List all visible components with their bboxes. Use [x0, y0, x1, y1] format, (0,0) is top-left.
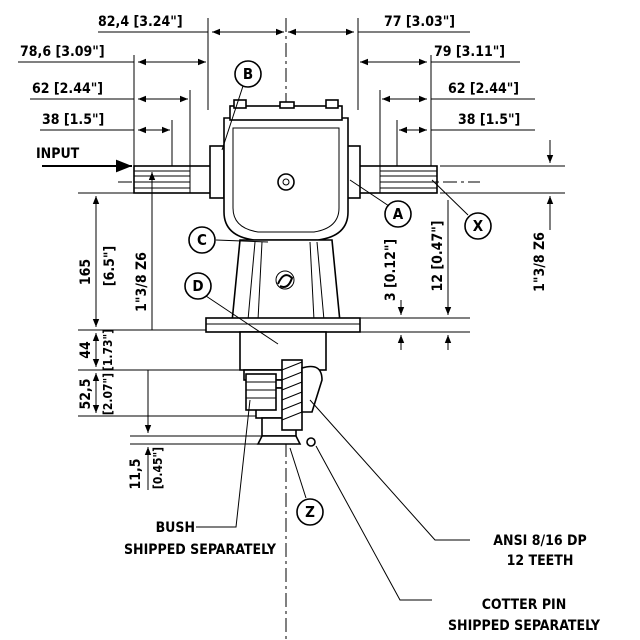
- dimension-lines: [18, 18, 565, 601]
- dim-height-44: 44: [78, 341, 94, 359]
- gearbox-body: [118, 18, 480, 640]
- dim-right-shaft-spline: 62 [2.44"]: [448, 81, 519, 97]
- bush-shipped-label: SHIPPED SEPARATELY: [124, 542, 277, 558]
- balloon-b: B: [234, 60, 262, 88]
- leader-ansi: [309, 399, 470, 541]
- dim-height-11-5-in: [0.45"]: [151, 447, 165, 489]
- dim-left-spline-spec: 1"3/8 Z6: [134, 252, 150, 312]
- balloon-c: C: [188, 226, 216, 254]
- leader-bush: [196, 399, 251, 528]
- svg-text:X: X: [473, 217, 484, 235]
- bush-label: BUSH: [156, 520, 195, 536]
- dim-left-shaft-spline: 62 [2.44"]: [32, 81, 103, 97]
- dim-height-52-5-in: [2.07"]: [101, 373, 115, 415]
- dim-top-left-outer: 82,4 [3.24"]: [98, 14, 183, 30]
- leader-c: [215, 239, 269, 243]
- svg-text:C: C: [197, 231, 207, 249]
- right-output-shaft: [345, 145, 438, 199]
- input-label: INPUT: [36, 146, 80, 162]
- leader-a: [349, 179, 393, 209]
- dim-height-165: 165: [78, 259, 94, 285]
- dim-left-shaft-overall: 78,6 [3.09"]: [20, 44, 105, 60]
- cotter-pin-label: COTTER PIN: [482, 597, 567, 613]
- dim-height-11-5: 11,5: [128, 458, 144, 489]
- dim-right-spline-spec: 1"3/8 Z6: [532, 232, 548, 292]
- svg-text:Z: Z: [305, 503, 315, 521]
- shaft-center-plug: [277, 173, 295, 191]
- svg-text:A: A: [393, 205, 404, 223]
- dim-height-44-in: [1.73"]: [101, 329, 115, 371]
- dimension-text: 82,4 [3.24"] 77 [3.03"] 78,6 [3.09"] 79 …: [20, 14, 548, 490]
- left-input-shaft: [133, 145, 225, 199]
- svg-text:B: B: [243, 65, 253, 83]
- output-spline-gear: [281, 359, 323, 431]
- dim-left-shaft-short: 38 [1.5"]: [42, 112, 104, 128]
- dim-height-165-in: [6.5"]: [102, 246, 118, 286]
- dim-right-shaft-overall: 79 [3.11"]: [434, 44, 505, 60]
- dim-height-52-5: 52,5: [78, 378, 94, 409]
- dim-gap-12: 12 [0.47"]: [430, 220, 446, 291]
- leader-b: [221, 85, 244, 151]
- callout-balloons: B A X C D Z: [184, 60, 492, 526]
- dim-top-right-outer: 77 [3.03"]: [384, 14, 455, 30]
- balloon-z: Z: [296, 498, 324, 526]
- leader-d: [205, 295, 279, 345]
- cotter-pin-shipped-label: SHIPPED SEPARATELY: [448, 618, 601, 634]
- bolt-head: [233, 99, 247, 109]
- mounting-flange: [205, 317, 361, 333]
- brand-logo-icon: [275, 270, 295, 290]
- dim-right-shaft-short: 38 [1.5"]: [458, 112, 520, 128]
- lower-neck: [231, 239, 341, 323]
- bush-part: [245, 373, 277, 411]
- ansi-label: ANSI 8/16 DP: [493, 533, 586, 549]
- leader-x: [431, 179, 469, 216]
- leader-cotter: [315, 445, 432, 601]
- notes: BUSH SHIPPED SEPARATELY ANSI 8/16 DP 12 …: [124, 520, 601, 634]
- breather-plug: [279, 101, 295, 109]
- svg-text:D: D: [192, 277, 203, 295]
- ansi-teeth-label: 12 TEETH: [507, 553, 574, 569]
- leader-z: [289, 447, 307, 499]
- dim-gap-3: 3 [0.12"]: [383, 239, 399, 301]
- balloon-d: D: [184, 272, 212, 300]
- bolt-head: [325, 99, 339, 109]
- cotter-pin: [306, 437, 316, 447]
- balloon-a: A: [384, 200, 412, 228]
- balloon-x: X: [464, 212, 492, 240]
